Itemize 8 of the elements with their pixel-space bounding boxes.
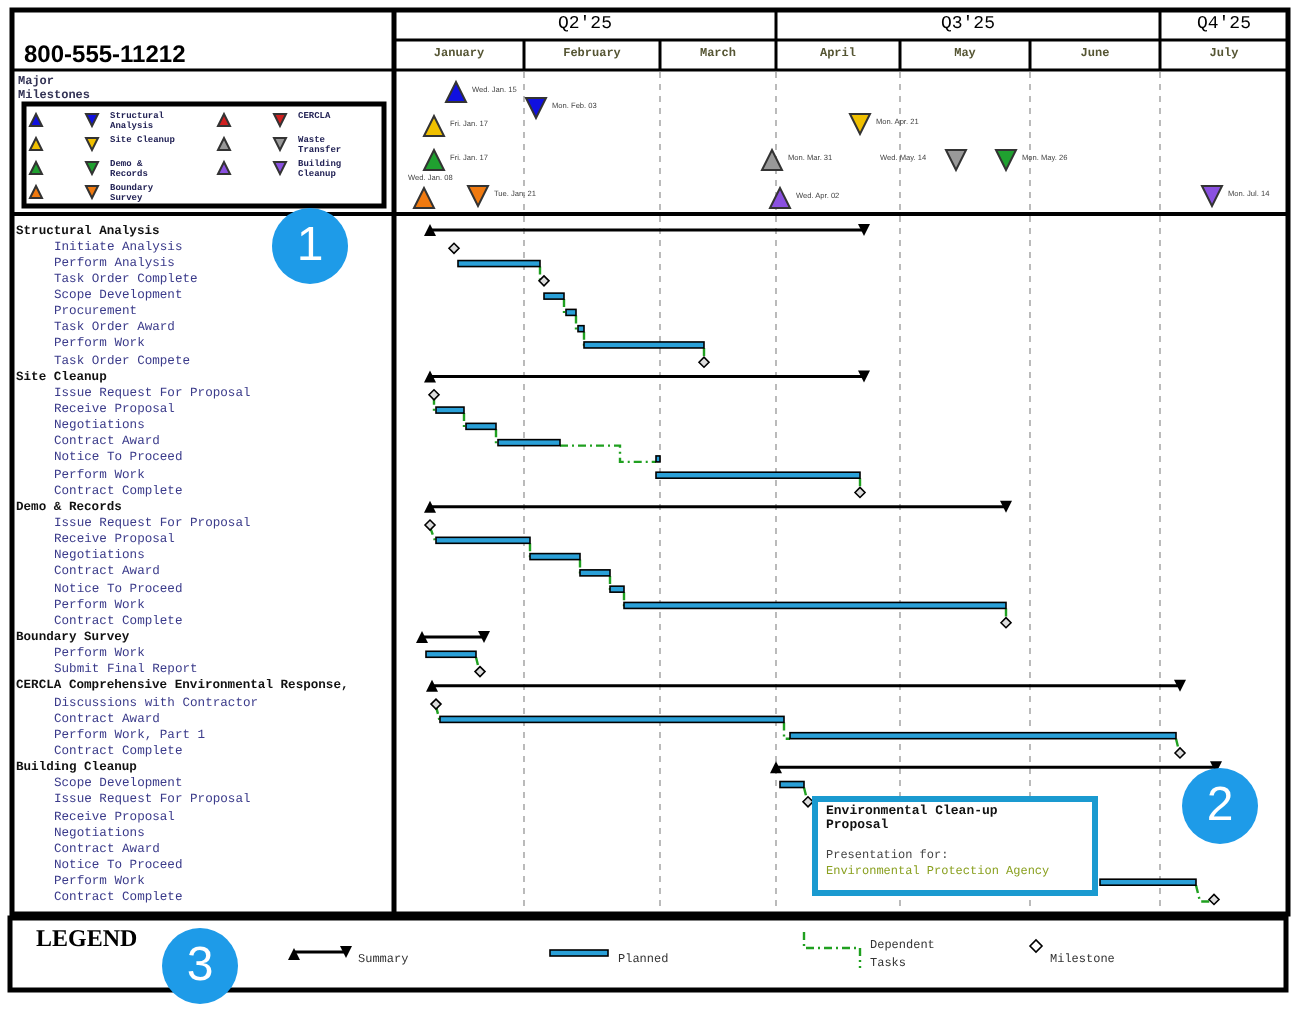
phone-number: 800-555-11212 xyxy=(24,42,186,66)
callout-number: 1 xyxy=(272,208,348,284)
callout-number: 2 xyxy=(1182,768,1258,844)
callout-number: 3 xyxy=(162,928,238,1004)
legend-title: LEGEND xyxy=(36,926,138,950)
quarter-header: Q4'25 xyxy=(1194,16,1253,34)
quarter-header: Q2'25 xyxy=(555,16,614,34)
quarter-header: Q3'25 xyxy=(938,16,997,34)
